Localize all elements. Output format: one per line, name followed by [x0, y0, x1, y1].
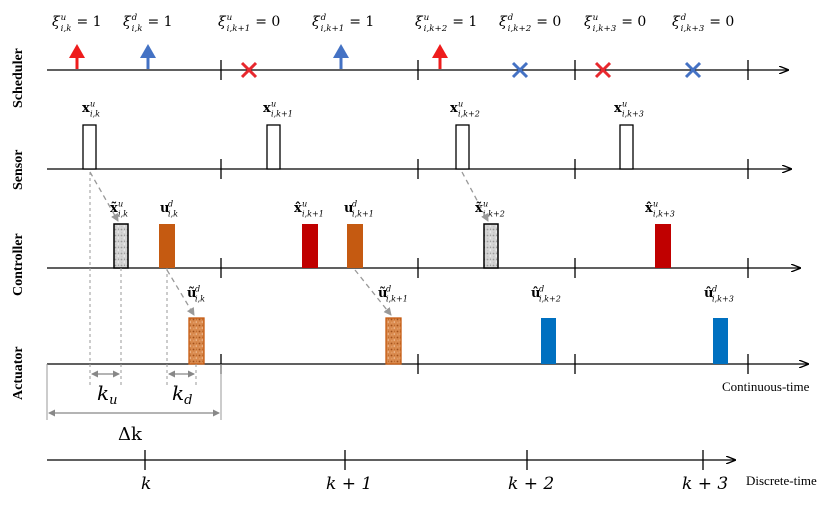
uplink-arrow-icon: [69, 44, 85, 69]
discrete-tick-label: k + 2: [508, 474, 554, 494]
estimated-control-pulse: [541, 318, 556, 364]
row-label-controller: Controller: [11, 233, 26, 296]
discrete-tick-label: k + 3: [682, 474, 728, 494]
guide-lines: [89, 172, 197, 385]
received-control-pulse: [188, 317, 205, 365]
drop-cross-icon: [594, 61, 612, 79]
actuator-axis: [47, 354, 808, 374]
drop-cross-icon: [684, 61, 702, 79]
control-input-pulse: [159, 224, 175, 268]
discrete-axis: [47, 450, 735, 470]
sensor-pulse: [266, 124, 281, 170]
kd-label: kd: [172, 381, 192, 408]
scheduler-axis: [47, 60, 788, 80]
row-label-scheduler: Scheduler: [11, 48, 26, 108]
row-label-actuator: Actuator: [11, 346, 26, 400]
transmission-arrow: [89, 171, 119, 222]
discrete-time-label: Discrete-time: [746, 473, 817, 488]
drop-cross-icon: [240, 61, 258, 79]
transmission-arrow: [461, 171, 489, 222]
control-input-pulse: [347, 224, 363, 268]
downlink-arrow-icon: [140, 44, 156, 69]
discrete-tick-label: k + 1: [326, 474, 372, 494]
sensor-pulse: [619, 124, 634, 170]
estimated-control-pulse: [713, 318, 728, 364]
drop-cross-icon: [511, 61, 529, 79]
sensor-pulse: [82, 124, 97, 170]
received-control-pulse: [385, 317, 402, 365]
ku-label: ku: [97, 381, 118, 408]
uplink-arrow-icon: [432, 44, 448, 69]
sensor-pulse: [455, 124, 470, 170]
discrete-tick-label: k: [141, 474, 151, 494]
continuous-time-label: Continuous-time: [722, 379, 810, 394]
delta-k-label: Δk: [118, 424, 143, 445]
downlink-arrow-icon: [333, 44, 349, 69]
row-label-sensor: Sensor: [11, 150, 26, 190]
sensor-axis: [47, 159, 791, 179]
received-state-pulse: [483, 223, 499, 269]
estimated-state-pulse: [302, 224, 318, 268]
transmission-arrow: [354, 269, 392, 316]
received-state-pulse: [113, 223, 129, 269]
estimated-state-pulse: [655, 224, 671, 268]
